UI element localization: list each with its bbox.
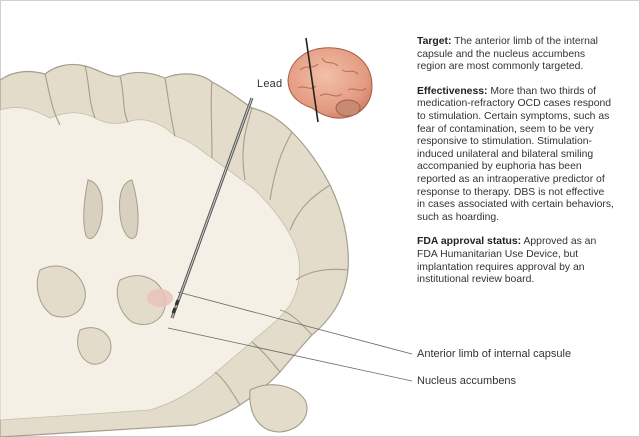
midline-structures	[77, 327, 112, 365]
callout-line-anterior-limb	[177, 291, 413, 355]
target-heading: Target:	[417, 36, 452, 47]
inset-brain-icon	[287, 37, 373, 123]
fda-text: Approved as an FDA Humanitarian Use Devi…	[417, 236, 597, 286]
caudate-right	[116, 275, 166, 325]
info-panel: Target: The anterior limb of the interna…	[417, 36, 615, 299]
callout-line-nucleus-accumbens	[167, 327, 413, 382]
lead-label: Lead	[257, 78, 283, 90]
effectiveness-paragraph: Effectiveness: More than two thirds of m…	[417, 86, 615, 225]
lateral-ventricle-right	[119, 179, 139, 239]
fda-paragraph: FDA approval status: Approved as an FDA …	[417, 236, 615, 286]
target-paragraph: Target: The anterior limb of the interna…	[417, 36, 615, 74]
fda-heading: FDA approval status:	[417, 236, 522, 248]
effectiveness-text: More than two thirds of medication-refra…	[417, 85, 614, 223]
target-text: The anterior limb of the internal capsul…	[417, 36, 598, 73]
nucleus-accumbens-region	[147, 289, 173, 307]
cortical-folds	[44, 65, 349, 406]
effectiveness-heading: Effectiveness:	[417, 85, 488, 97]
anterior-limb-label: Anterior limb of internal capsule	[417, 348, 572, 360]
lateral-ventricle-left	[83, 179, 103, 239]
lead-contacts	[171, 299, 180, 314]
nucleus-accumbens-label: Nucleus accumbens	[417, 375, 517, 387]
caudate-left	[36, 265, 86, 318]
temporal-lobe	[249, 384, 308, 433]
